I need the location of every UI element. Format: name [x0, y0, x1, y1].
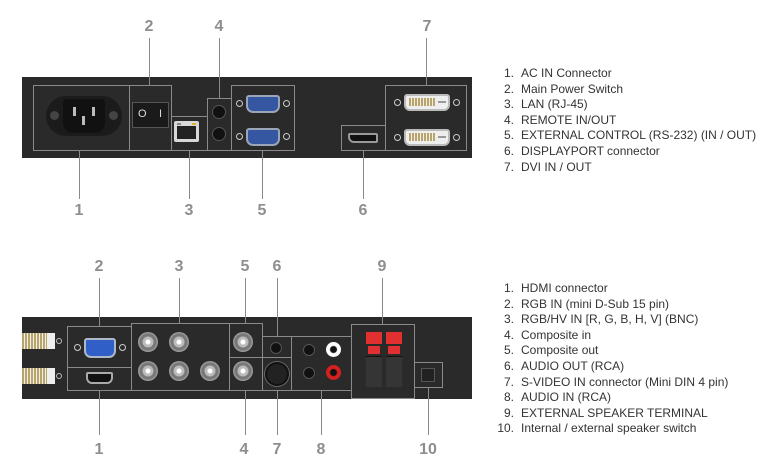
composite-in-bnc: [233, 361, 253, 381]
legend-item: 7.DVI IN / OUT: [503, 159, 592, 174]
legend-item: 7.S-VIDEO IN connector (Mini DIN 4 pin): [503, 374, 729, 389]
leader-line: [149, 38, 150, 85]
legend-item: 6.AUDIO OUT (RCA): [503, 358, 625, 373]
callout-number: 3: [184, 202, 194, 219]
rs232-out-port: [236, 128, 290, 146]
leader-line: [245, 278, 246, 323]
callout-number: 6: [358, 202, 368, 219]
callout-number: 2: [144, 18, 154, 35]
screw-icon: [109, 111, 118, 120]
bnc-g-connector: [169, 332, 189, 352]
leader-line: [363, 151, 364, 199]
leader-line: [277, 391, 278, 435]
legend-item: 1.AC IN Connector: [503, 66, 612, 80]
callout-number: 7: [272, 441, 282, 458]
callout-number: 3: [174, 258, 184, 275]
callout-number: 5: [257, 202, 267, 219]
remote-in-jack: [212, 105, 226, 119]
callout-number: 10: [419, 441, 437, 458]
leader-line: [219, 38, 220, 98]
leader-line: [99, 278, 100, 326]
leader-line: [321, 391, 322, 435]
hdmi-port: [86, 372, 113, 384]
dvi-in-port: [394, 94, 460, 111]
callout-number: 8: [316, 441, 326, 458]
rs232-group-box: [231, 85, 295, 151]
leader-line: [277, 278, 278, 336]
svideo-in-port: [265, 362, 289, 386]
legend-item: 10.Internal / external speaker switch: [497, 421, 697, 436]
speaker-terminal-group-box: [351, 324, 415, 399]
leader-line: [262, 151, 263, 199]
leader-line: [245, 391, 246, 435]
legend-item: 5.EXTERNAL CONTROL (RS-232) (IN / OUT): [503, 128, 757, 143]
audio-in-group-box: [291, 336, 352, 391]
leader-line: [382, 278, 383, 324]
audio-out-jack: [270, 342, 282, 354]
legend-item: 3.LAN (RJ-45): [503, 97, 588, 112]
leader-line: [428, 388, 429, 435]
main-power-switch[interactable]: O I: [132, 102, 169, 128]
legend-item: 6.DISPLAYPORT connector: [503, 143, 660, 158]
callout-number: 4: [214, 18, 224, 35]
legend-item: 4.REMOTE IN/OUT: [503, 112, 617, 127]
legend-item: 3.RGB/HV IN [R, G, B, H, V] (BNC): [503, 312, 699, 327]
legend-item: 9.EXTERNAL SPEAKER TERMINAL: [503, 405, 708, 420]
callout-number: 7: [422, 18, 432, 35]
screw-icon: [50, 111, 59, 120]
bnc-h-connector: [169, 361, 189, 381]
bottom-legend-list: 1.HDMI connector 2.RGB IN (mini D-Sub 15…: [490, 281, 728, 437]
legend-item: 5.Composite out: [503, 343, 599, 358]
callout-number: 4: [239, 441, 249, 458]
ac-in-connector: [46, 96, 122, 136]
bnc-v-connector: [200, 361, 220, 381]
leader-line: [189, 151, 190, 199]
rs232-in-port: [236, 95, 290, 113]
bnc-b-connector: [138, 361, 158, 381]
audio-in-jack: [303, 367, 315, 379]
remote-out-jack: [212, 127, 226, 141]
legend-item: 8.AUDIO IN (RCA): [503, 390, 611, 405]
legend-item: 1.HDMI connector: [503, 281, 608, 295]
lan-rj45-port: [174, 121, 199, 142]
callout-number: 1: [94, 441, 104, 458]
leader-line: [426, 38, 427, 85]
speaker-switch-group-box: [414, 362, 443, 388]
audio-in-rca-white: [326, 342, 341, 357]
dvi-out-port: [394, 129, 460, 146]
audio-in-jack: [303, 344, 315, 356]
dvi-port-partial: [22, 333, 62, 349]
leader-line: [99, 391, 100, 435]
legend-item: 4.Composite in: [503, 327, 592, 342]
callout-number: 5: [240, 258, 250, 275]
leader-line: [79, 151, 80, 199]
leader-line: [179, 278, 180, 323]
bnc-r-connector: [138, 332, 158, 352]
audio-in-rca-red: [326, 365, 341, 380]
legend-item: 2.RGB IN (mini D-Sub 15 pin): [503, 296, 670, 311]
rgb-in-vga-port: [74, 338, 126, 358]
speaker-switch[interactable]: [421, 368, 435, 382]
dvi-port-partial: [22, 368, 62, 384]
callout-number: 6: [272, 258, 282, 275]
callout-number: 1: [74, 202, 84, 219]
composite-out-bnc: [233, 332, 253, 352]
callout-number: 2: [94, 258, 104, 275]
speaker-terminal-right: [386, 332, 402, 387]
speaker-terminal-left: [366, 332, 382, 387]
displayport-connector: [348, 133, 378, 143]
dvi-group-box: [385, 85, 467, 151]
switch-off-label: O: [138, 108, 147, 120]
switch-on-label: I: [159, 108, 163, 120]
legend-item: 2.Main Power Switch: [503, 81, 624, 96]
top-legend-list: 1.AC IN Connector 2.Main Power Switch 3.…: [490, 66, 756, 175]
callout-number: 9: [377, 258, 387, 275]
